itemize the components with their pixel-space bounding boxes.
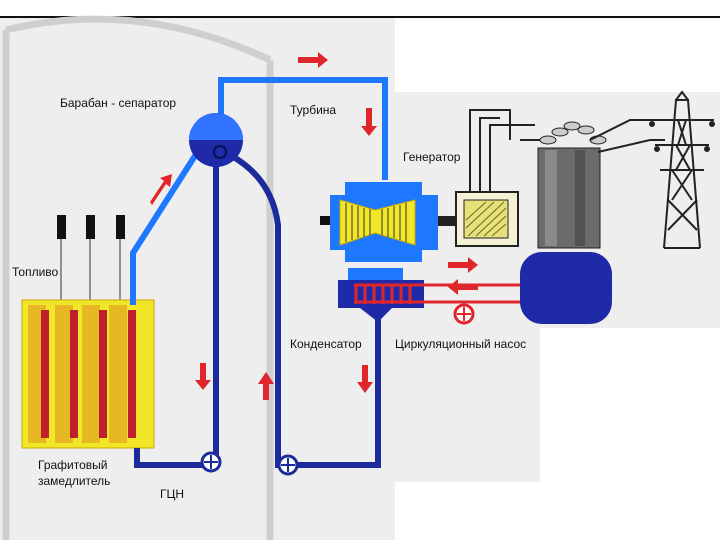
graphite-moderator-label-line2: замедлитель xyxy=(38,474,111,488)
reactor-building-wall xyxy=(2,15,274,540)
generator-label: Генератор xyxy=(403,150,461,164)
lower-panel xyxy=(270,328,540,482)
circulation-pump-label: Циркуляционный насос xyxy=(395,337,527,351)
graphite-core xyxy=(21,299,155,449)
main-pump-label: ГЦН xyxy=(160,487,185,501)
turbine-label: Турбина xyxy=(290,103,337,117)
flow-arrow-icon xyxy=(298,52,328,68)
condenser xyxy=(338,268,525,322)
top-rule xyxy=(0,16,720,18)
flow-arrow-icon xyxy=(150,174,172,205)
turbine xyxy=(320,182,458,262)
control-rods xyxy=(57,215,125,300)
steam-circuit xyxy=(130,77,388,305)
condensate-pump-icon xyxy=(277,454,299,476)
cooling-tank xyxy=(520,252,612,324)
flow-arrow-icon xyxy=(258,372,274,400)
drum-separator xyxy=(189,113,243,167)
flow-arrows xyxy=(150,52,478,400)
condenser-label: Конденсатор xyxy=(290,337,362,351)
graphite-moderator-label-line1: Графитовый xyxy=(38,458,108,472)
power-pylon-icon xyxy=(649,90,715,249)
flow-arrow-icon xyxy=(357,365,373,393)
main-circulation-pump-icon xyxy=(200,451,222,473)
transformer-icon xyxy=(520,119,665,249)
fuel-label: Топливо xyxy=(12,265,59,279)
circulation-pump-icon xyxy=(453,303,475,325)
flow-arrow-icon xyxy=(195,363,211,390)
flow-arrow-icon xyxy=(361,108,377,136)
generator xyxy=(455,109,535,247)
water-circuit xyxy=(134,150,381,468)
flow-arrow-icon xyxy=(448,257,478,273)
drum-separator-label: Барабан - сепаратор xyxy=(60,96,177,110)
flow-arrow-icon xyxy=(448,279,478,295)
